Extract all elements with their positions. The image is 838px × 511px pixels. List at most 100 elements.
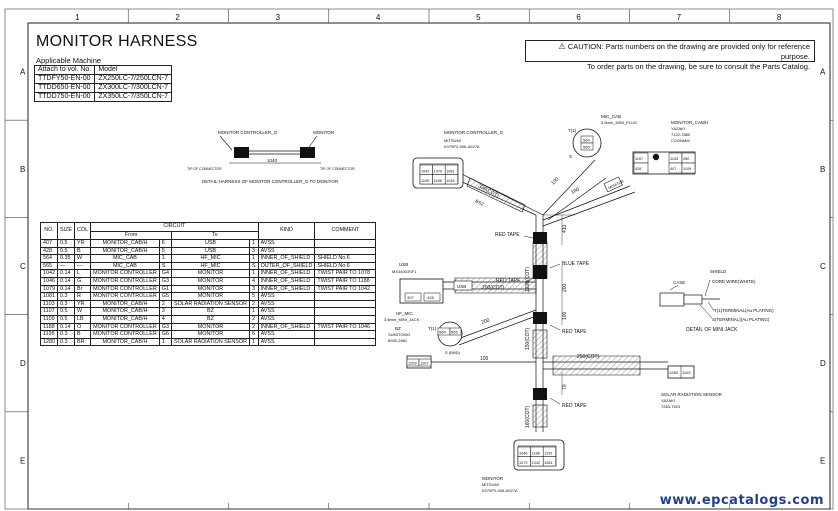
- pin-564: 564: [583, 138, 590, 143]
- pin-428: 428: [427, 295, 434, 300]
- circuit-table: NO. SIZE COL CIRCUIT KIND COMMENT From T…: [40, 222, 377, 347]
- table-cell: BR: [73, 337, 92, 347]
- watermark: www.epcatalogs.com: [659, 493, 824, 508]
- monitor-cab-part: YAZAKI: [671, 126, 685, 131]
- table-cell: 1: [158, 337, 172, 347]
- bz-part: 6030-2981: [388, 338, 408, 343]
- pin-1103: 1103: [682, 370, 691, 375]
- hf-mic-sub: 3.5mm_MINI_JACK: [384, 317, 420, 322]
- column-label: 2: [175, 13, 180, 22]
- row-label: C: [820, 262, 826, 271]
- mini-jack-t1: T(1)TERMINAL(Au PLATING): [714, 308, 774, 313]
- row-label: D: [820, 359, 826, 368]
- red-tape-4: [533, 388, 547, 400]
- row-label: E: [820, 456, 825, 465]
- bs-label: BS2: [475, 198, 485, 207]
- pin-565: 565: [451, 330, 458, 335]
- column-label: 3: [276, 13, 281, 22]
- mini-jack-case: CASE: [673, 280, 685, 285]
- mini-jack-s: S(TERMINAL)(Au PLATING): [712, 317, 770, 322]
- cot-200-label: 200(COT): [482, 285, 505, 291]
- header-size: SIZE: [57, 222, 75, 240]
- monitor-controller-part: K075P2-006-A927A: [444, 144, 480, 149]
- detail-tip-right: TIP OF CONNECTOR: [320, 167, 355, 171]
- monitor-controller-part: MITSUMI: [444, 138, 461, 143]
- connector-pin: 1107: [635, 157, 643, 161]
- page-title: MONITOR HARNESS: [36, 33, 198, 50]
- connector-pin: 1195: [421, 179, 429, 183]
- detail-caption: DETAIL:HARNESS OF MONITOR CONTROLLER_G T…: [202, 179, 339, 184]
- dim-200: 200: [481, 317, 491, 326]
- column-label: 6: [576, 13, 581, 22]
- connector-pin: 1046: [519, 451, 527, 455]
- column-label: 1: [75, 13, 80, 22]
- detail-left-label: MONITOR CONTROLLER_G: [218, 130, 278, 135]
- connector-pin: 1079: [434, 169, 442, 173]
- pin-564: 564: [439, 330, 446, 335]
- usb-tag: USB: [457, 284, 466, 289]
- bz-part: SUMITOMO: [388, 332, 410, 337]
- monitor-label: MONITOR: [482, 476, 504, 481]
- table-cell: TTDD750-EN-00: [33, 92, 96, 102]
- column-label: 8: [777, 13, 782, 22]
- dimension-lines: [543, 214, 575, 395]
- row-label: C: [20, 262, 26, 271]
- pin-1107: 1107: [420, 361, 429, 366]
- bz-label: BZ: [395, 326, 401, 331]
- usb-label: USB: [399, 262, 408, 267]
- mic-cab-sub: 3.5mm_MINI_PLUG: [601, 120, 637, 125]
- row-label: D: [20, 359, 26, 368]
- monitor-part: MITSUMI: [482, 482, 499, 487]
- dim-100: 100: [550, 176, 560, 186]
- applicable-machine-table: Attach to vol. No. Model TTDFY50-EN-00 Z…: [33, 65, 172, 102]
- solar-part: 7283-7623: [661, 404, 681, 409]
- bz-connector: BZ SUMITOMO 6030-2981 1109 1107: [388, 326, 432, 369]
- caution-box: ⚠ CAUTION: Parts numbers on the drawing …: [525, 40, 815, 71]
- dim-200: 200: [562, 283, 568, 292]
- dim-100: 100: [480, 356, 489, 362]
- row-label: A: [20, 68, 26, 77]
- connector-left: [234, 147, 249, 158]
- monitor-cab-connector: MONITOR_CAB/H YAZAKI 7122-7880 COONMM 11…: [603, 120, 708, 193]
- pin-565: 565: [583, 145, 590, 150]
- pin-1109: 1109: [408, 361, 417, 366]
- monitor-part: K075P2-006-A927A: [482, 488, 518, 493]
- dim-410: 410: [562, 224, 568, 233]
- hf-mic-t1: T(1): [428, 326, 437, 331]
- row-label: A: [820, 68, 826, 77]
- dim-70: 70: [562, 384, 568, 390]
- blue-tape-label: BLUE TAPE: [562, 261, 590, 267]
- connector-pin: 1188: [532, 451, 540, 455]
- row-label: E: [20, 456, 25, 465]
- mic-cab-s: S: [569, 154, 572, 159]
- dim-100: 100: [570, 187, 580, 196]
- red-tape-label: RED TAPE: [496, 278, 521, 284]
- detail-right-label: MONITOR: [313, 130, 335, 135]
- mini-jack-core: CORE WIRE(WHITE): [712, 279, 756, 284]
- monitor-controller-connector: MONITOR CONTROLLER_G MITSUMI K075P2-006-…: [412, 130, 504, 189]
- detail-harness: MONITOR CONTROLLER_G MONITOR 1040 TIP OF…: [187, 130, 355, 184]
- connector-pin: 1046: [446, 179, 454, 183]
- connector-pin: 1042: [532, 461, 540, 465]
- monitor-cab-part: COONMM: [671, 138, 690, 143]
- monitor-cab-label: MONITOR_CAB/H: [671, 120, 708, 125]
- monitor-tag: MONITOR: [608, 179, 625, 190]
- table-cell: SOLAR RADIATION SENSOR: [170, 337, 250, 347]
- red-tape-1: [533, 232, 547, 244]
- cot-160-label: 160(COT): [525, 405, 531, 428]
- connector-right: [300, 147, 315, 158]
- connector-pin: 428: [635, 167, 641, 171]
- column-label: 7: [677, 13, 682, 22]
- table-cell: 1280: [40, 337, 58, 347]
- usb-connector: USB MX34003SF1 407 428 USB: [392, 262, 473, 304]
- detail-length: 1040: [267, 158, 278, 163]
- monitor-controller-label: MONITOR CONTROLLER_G: [444, 130, 504, 135]
- red-tape-3: [533, 312, 547, 324]
- red-tape-label: RED TAPE: [495, 232, 520, 238]
- pin-1280: 1280: [669, 370, 679, 375]
- mic-cab-t1: T(1): [568, 128, 577, 133]
- tapes: [533, 232, 547, 400]
